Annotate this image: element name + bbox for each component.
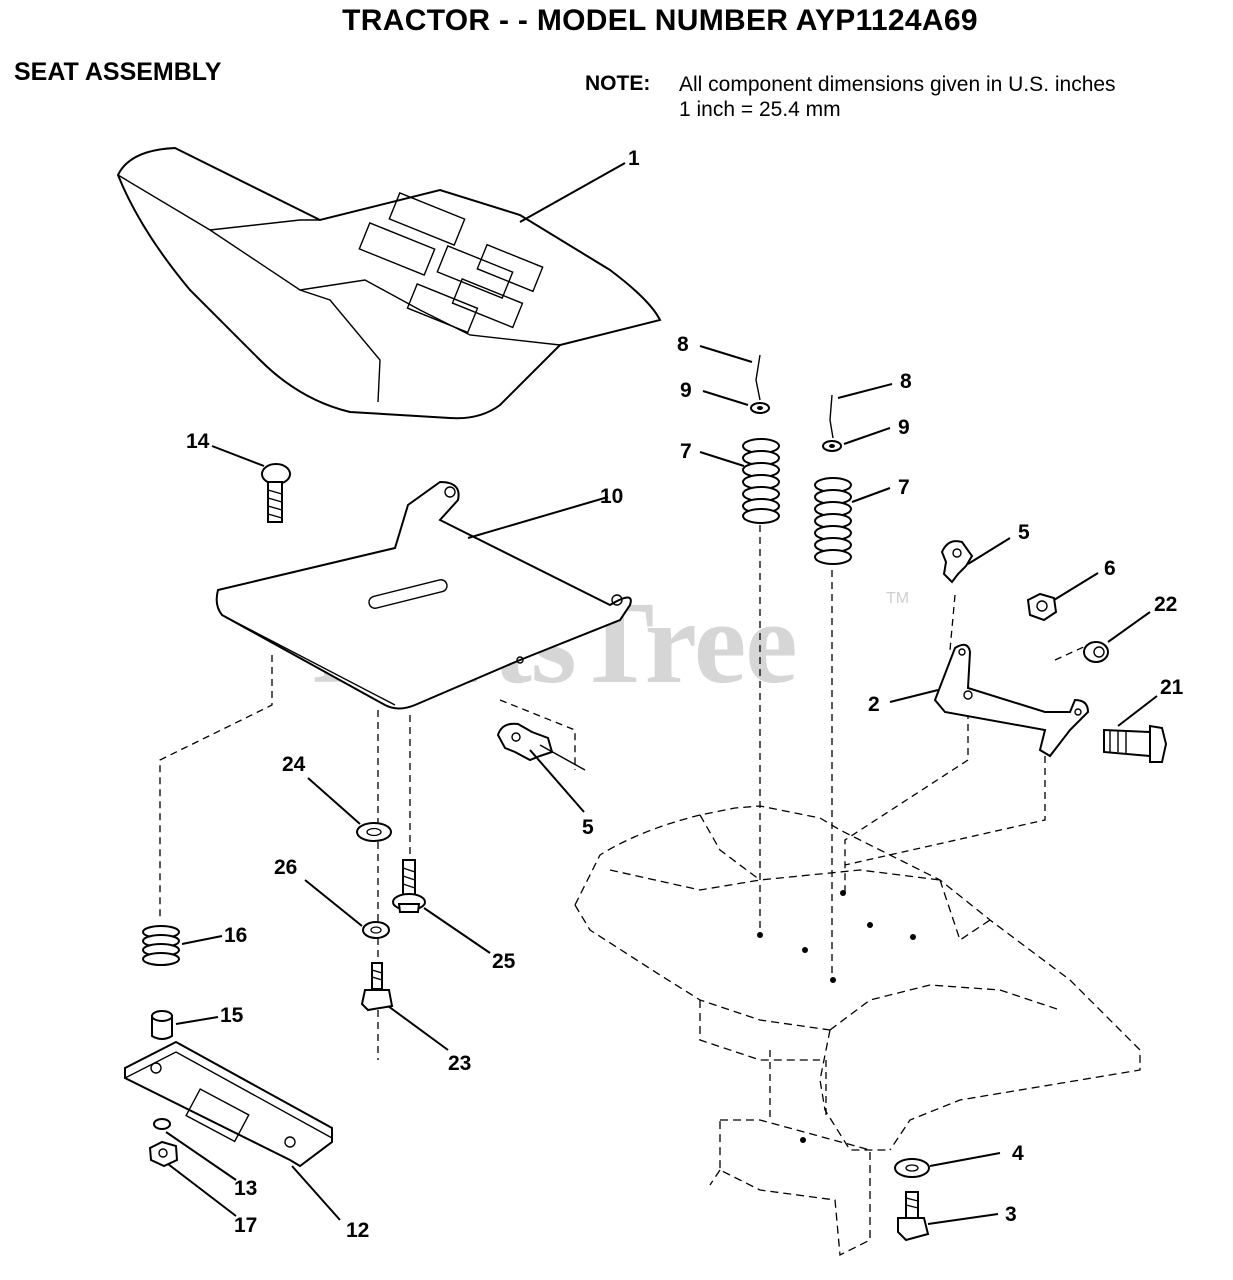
clip-part-upper (940, 540, 974, 584)
callout-23: 23 (448, 1052, 471, 1075)
note-line-2: 1 inch = 25.4 mm (679, 98, 841, 121)
note-line-1: All component dimensions given in U.S. i… (679, 73, 1116, 96)
callout-5a: 5 (1018, 521, 1030, 544)
page-title: TRACTOR - - MODEL NUMBER AYP1124A69 (342, 4, 978, 37)
callout-9b: 9 (898, 416, 910, 439)
callout-labels: 1 8 9 7 8 9 7 10 14 5 6 22 21 2 5 24 26 … (186, 147, 1184, 1242)
callout-16: 16 (224, 924, 247, 947)
callout-10: 10 (600, 485, 623, 508)
callout-7a: 7 (680, 440, 692, 463)
callout-1: 1 (628, 147, 640, 170)
callout-2: 2 (868, 693, 880, 716)
carriage-bolt-part (261, 463, 291, 523)
section-title: SEAT ASSEMBLY (14, 58, 222, 86)
nut-part (1026, 592, 1058, 622)
callout-4: 4 (1012, 1142, 1024, 1165)
callout-14: 14 (186, 430, 210, 453)
callout-3: 3 (1005, 1203, 1017, 1226)
seat-part (116, 146, 662, 420)
seat-pan-part (215, 480, 632, 710)
shoulder-bolt-part (1103, 724, 1168, 763)
callout-7b: 7 (898, 476, 910, 499)
bushing-15-part (151, 1010, 173, 1040)
callout-8b: 8 (900, 370, 912, 393)
bracket-part (933, 643, 1090, 758)
leader-lines (165, 162, 1158, 1225)
washer-26-part (362, 921, 390, 939)
callout-12: 12 (346, 1219, 369, 1242)
spacer-part (1083, 641, 1109, 663)
nut-17-part (148, 1140, 179, 1168)
callout-8a: 8 (677, 333, 689, 356)
washer-24-part (356, 822, 392, 842)
plate-12-part (124, 1040, 333, 1168)
callout-13: 13 (234, 1177, 257, 1200)
clip-part-lower (496, 722, 586, 771)
tractor-body-outline (574, 805, 1141, 1257)
flange-bolt-25-part (392, 859, 426, 913)
callout-6: 6 (1104, 557, 1116, 580)
washer-4-part (894, 1158, 930, 1178)
callout-15: 15 (220, 1004, 244, 1027)
callout-17: 17 (234, 1214, 257, 1237)
note-text: All component dimensions given in U.S. i… (679, 72, 1116, 122)
spring-stack-right (814, 394, 852, 565)
spring-stack-left (742, 354, 780, 524)
bolt-3-part (897, 1191, 930, 1242)
trademark-mark: TM (886, 590, 910, 607)
callout-21: 21 (1160, 676, 1184, 699)
callout-25: 25 (492, 950, 516, 973)
washer-13-part (153, 1118, 171, 1130)
callout-24: 24 (282, 753, 306, 776)
callout-5b: 5 (582, 816, 594, 839)
note-label: NOTE: (585, 72, 651, 95)
bolt-23-part (360, 962, 394, 1012)
callout-9a: 9 (680, 379, 692, 402)
spring-16-part (142, 925, 180, 966)
callout-26: 26 (274, 856, 297, 879)
callout-22: 22 (1154, 593, 1177, 616)
